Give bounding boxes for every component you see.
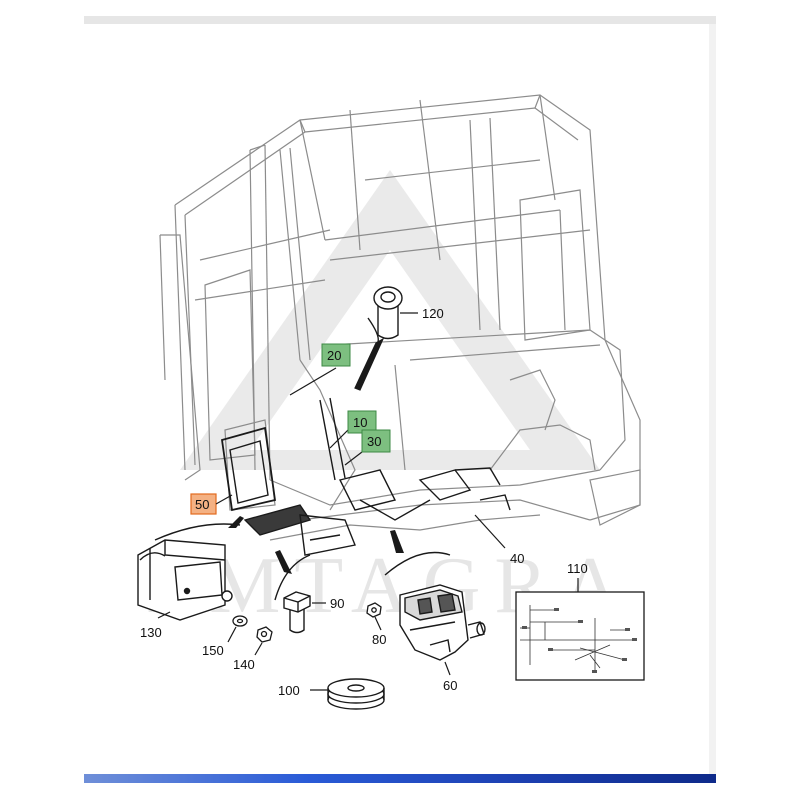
callout-110[interactable]: 110 (567, 561, 588, 576)
callout-130[interactable]: 130 (140, 625, 162, 640)
part-110-schematic-frame (515, 591, 645, 681)
leader-80 (374, 616, 382, 631)
part-110-connectors (522, 608, 637, 673)
right-edge-strip (709, 24, 716, 776)
detail-pointers (228, 516, 404, 574)
leader-150 (227, 626, 237, 643)
part-60-blower (399, 584, 486, 661)
callout-150[interactable]: 150 (202, 643, 224, 658)
callout-10[interactable]: 10 (353, 415, 367, 430)
callout-50[interactable]: 50 (195, 497, 209, 512)
callout-30-box (361, 429, 391, 453)
part-120-sleeve (367, 286, 403, 343)
callout-100[interactable]: 100 (278, 683, 300, 698)
leader-130 (157, 611, 171, 619)
callout-120[interactable]: 120 (422, 306, 444, 321)
callout-30[interactable]: 30 (367, 434, 381, 449)
leader-60 (444, 661, 451, 676)
callout-20[interactable]: 20 (327, 348, 341, 363)
cab-frame (159, 94, 641, 541)
callout-80[interactable]: 80 (372, 632, 386, 647)
part-110-wiring (520, 605, 635, 672)
callout-20-box (321, 343, 351, 367)
part-130-bracket (137, 539, 233, 621)
leader-50 (215, 494, 233, 505)
leader-40 (474, 514, 506, 549)
part-90-bolt (283, 591, 311, 634)
part-100-grommet (327, 678, 385, 710)
frame-components (220, 397, 511, 556)
leader-20 (289, 337, 385, 396)
part-140-nut (256, 626, 273, 643)
part-80-nut (366, 602, 382, 618)
part-150-washer (232, 615, 248, 627)
callout-140[interactable]: 140 (233, 657, 255, 672)
top-border-bar (84, 16, 716, 24)
callout-60[interactable]: 60 (443, 678, 457, 693)
callout-90[interactable]: 90 (330, 596, 344, 611)
bottom-gradient-bar (84, 774, 716, 783)
callout-40[interactable]: 40 (510, 551, 524, 566)
leader-10-30 (329, 429, 363, 466)
leader-140 (254, 642, 263, 656)
